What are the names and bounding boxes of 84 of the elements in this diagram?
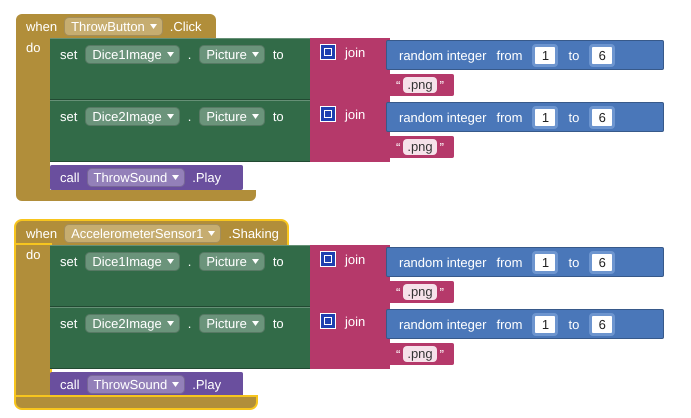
text-field: .png [403, 77, 437, 93]
dropdown-field: ThrowButton [64, 16, 163, 36]
set-block [50, 100, 664, 162]
dropdown-field: Picture [199, 314, 265, 333]
block-label: ” [440, 140, 444, 154]
block-label: random integer [399, 110, 486, 124]
block-label: to [568, 48, 580, 62]
block-label: to [272, 316, 284, 331]
block-label: “ [396, 284, 400, 300]
block-label: .Shaking [228, 226, 279, 240]
text-field: .png [403, 139, 437, 155]
number-field: 1 [532, 44, 558, 66]
block-label: . [188, 254, 192, 269]
block-label: set [60, 254, 78, 269]
join-block [310, 245, 664, 307]
text-field: .png [403, 346, 437, 362]
dropdown-field: Picture [199, 252, 265, 271]
block-label: from [496, 110, 522, 124]
dropdown-field: Picture [199, 45, 265, 64]
block-label: ” [440, 346, 444, 362]
block-label: from [496, 48, 522, 62]
block-label: to [568, 316, 580, 332]
block-label: join [345, 106, 366, 122]
block-label: “ [396, 346, 400, 362]
number-field: 6 [589, 44, 616, 66]
block-label: do [26, 40, 40, 55]
block-label: call [60, 377, 80, 392]
random-integer-block [386, 40, 664, 70]
block-label: random integer [399, 316, 486, 332]
number-field: 1 [532, 106, 558, 128]
dropdown-field: ThrowSound [86, 168, 186, 187]
block-label: set [60, 316, 78, 331]
block-label: to [568, 110, 580, 124]
dropdown-field: Picture [199, 107, 265, 126]
block-label: . [188, 109, 192, 124]
block-label: join [345, 314, 366, 328]
set-block [50, 38, 664, 100]
block-label: set [60, 47, 78, 62]
random-integer-block [386, 247, 664, 277]
number-field: 6 [589, 106, 616, 128]
join-block [310, 38, 664, 100]
block-label: to [272, 47, 284, 62]
block-label: join [345, 252, 366, 266]
block-label: ” [440, 284, 444, 300]
block-label: . [188, 47, 192, 62]
number-field: 6 [589, 312, 616, 336]
block-label: call [60, 170, 80, 185]
block-label: when [26, 18, 58, 34]
join-block [310, 100, 664, 162]
number-field: 1 [532, 312, 558, 336]
join-block [310, 307, 664, 369]
block-label: from [496, 316, 522, 332]
block-label: to [272, 109, 284, 124]
block-label: .Click [170, 18, 202, 34]
set-block [50, 245, 664, 307]
text-field: .png [403, 284, 437, 300]
number-field: 1 [532, 250, 558, 274]
dropdown-field: Dice1Image [85, 45, 180, 64]
random-integer-block [386, 102, 664, 132]
random-integer-block [386, 309, 664, 339]
dropdown-field: Dice2Image [85, 314, 180, 333]
block-label: . [188, 316, 192, 331]
block-label: join [345, 44, 366, 60]
block-label: random integer [399, 48, 486, 62]
block-label: ” [440, 78, 444, 92]
block-label: set [60, 109, 78, 124]
call-block [50, 165, 243, 190]
block-label: to [272, 254, 284, 269]
dropdown-field: Dice2Image [85, 107, 180, 126]
block-label: .Play [192, 170, 222, 185]
call-block [50, 372, 243, 397]
block-label: when [26, 226, 58, 240]
set-block [50, 307, 664, 369]
block-label: from [496, 254, 522, 270]
dropdown-field: AccelerometerSensor1 [64, 224, 222, 242]
number-field: 6 [589, 250, 616, 274]
block-label: “ [396, 78, 400, 92]
block-label: “ [396, 140, 400, 154]
block-label: .Play [192, 377, 222, 392]
block-label: to [568, 254, 580, 270]
dropdown-field: ThrowSound [86, 375, 186, 394]
block-label: random integer [399, 254, 486, 270]
block-label: do [26, 247, 40, 262]
dropdown-field: Dice1Image [85, 252, 180, 271]
